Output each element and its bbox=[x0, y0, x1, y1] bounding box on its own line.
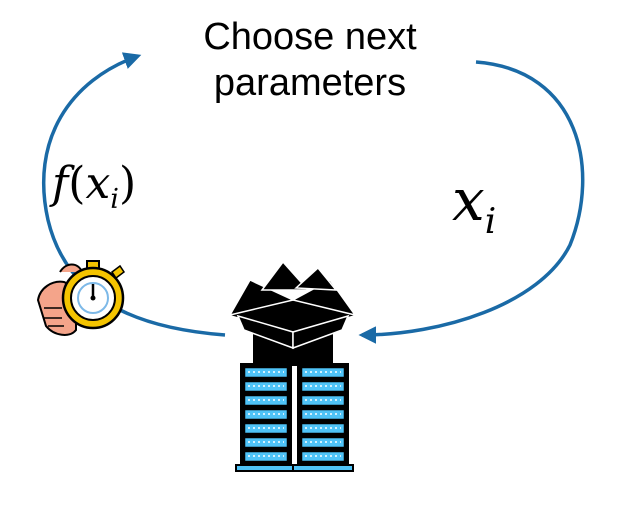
choose-next-parameters-label: Choose next parameters bbox=[150, 14, 470, 106]
step-label-line-1: Choose next bbox=[203, 16, 417, 58]
open-paren: ( bbox=[68, 158, 86, 209]
left-loop-arrow bbox=[42, 52, 226, 337]
close-paren: ) bbox=[119, 158, 137, 209]
function-symbol: f bbox=[52, 158, 69, 209]
step-label-line-2: parameters bbox=[213, 62, 407, 104]
objective-value-label: f(xi) bbox=[52, 158, 137, 215]
parameter-symbol: x bbox=[452, 166, 485, 234]
right-loop-arrow bbox=[358, 60, 585, 344]
open-box-icon bbox=[228, 260, 357, 366]
parameter-subscript: i bbox=[484, 200, 497, 242]
stopwatch-icon bbox=[36, 260, 126, 336]
server-rack-icon bbox=[235, 363, 354, 472]
parameter-label: xi bbox=[452, 166, 496, 242]
variable-subscript: i bbox=[110, 183, 120, 215]
variable-symbol: x bbox=[85, 158, 111, 209]
